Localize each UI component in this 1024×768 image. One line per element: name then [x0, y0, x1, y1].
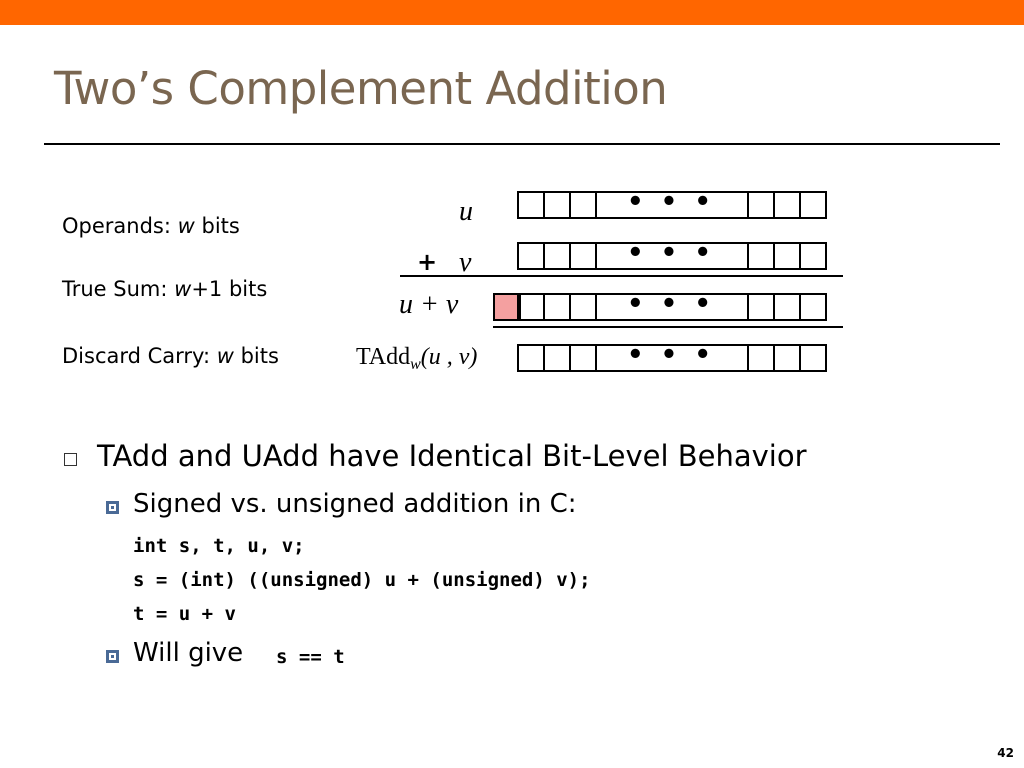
- code-line-1: int s, t, u, v;: [133, 535, 305, 557]
- operand-u-label: u: [459, 196, 473, 227]
- tadd-args: (u , v): [420, 344, 478, 370]
- sub-bullet-will-give: Will give: [133, 638, 244, 668]
- tadd-name: TAdd: [356, 344, 411, 370]
- operand-v-label: v: [459, 247, 472, 278]
- true-sum-expression: u + v: [399, 289, 459, 320]
- true-sum-label-text: True Sum:: [62, 277, 175, 301]
- tadd-result-bits: • • •: [517, 340, 827, 372]
- operand-u-bits: • • •: [517, 187, 827, 219]
- plus-sign: +: [417, 248, 438, 276]
- tadd-expression: TAddw(u , v): [356, 344, 477, 374]
- carry-bit: [493, 293, 519, 321]
- tadd-subscript: w: [410, 356, 421, 373]
- operands-label-var: w: [177, 214, 195, 238]
- code-inline-equality: s == t: [276, 646, 345, 668]
- ellipsis: • • •: [627, 289, 715, 319]
- ellipsis: • • •: [627, 238, 715, 268]
- discard-label-var: w: [216, 344, 234, 368]
- true-sum-label-suffix: +1 bits: [191, 277, 268, 301]
- sub-bullet-icon: [106, 501, 119, 514]
- true-sum-label-var: w: [174, 277, 192, 301]
- discard-label-suffix: bits: [233, 344, 279, 368]
- page-number: 42: [997, 746, 1014, 760]
- code-line-3: t = u + v: [133, 603, 236, 625]
- sum-rule: [400, 275, 843, 277]
- operands-label-text: Operands:: [62, 214, 178, 238]
- ellipsis: • • •: [627, 340, 715, 370]
- sub-bullet-icon: [106, 650, 119, 663]
- true-sum-label: True Sum: w+1 bits: [62, 277, 267, 301]
- accent-bar: [0, 0, 1024, 25]
- main-bullet-text: TAdd and UAdd have Identical Bit-Level B…: [97, 439, 807, 473]
- code-line-2: s = (int) ((unsigned) u + (unsigned) v);: [133, 569, 591, 591]
- discard-rule: [493, 326, 843, 328]
- title-divider: [44, 143, 1000, 145]
- slide-title: Two’s Complement Addition: [54, 62, 668, 115]
- true-sum-bits: • • •: [493, 289, 827, 321]
- bullet-square-icon: [64, 453, 77, 466]
- operands-label-suffix: bits: [194, 214, 240, 238]
- operands-label: Operands: w bits: [62, 214, 240, 238]
- operand-v-bits: • • •: [517, 238, 827, 270]
- discard-carry-label: Discard Carry: w bits: [62, 344, 279, 368]
- ellipsis: • • •: [627, 187, 715, 217]
- sub-bullet-signed-unsigned: Signed vs. unsigned addition in C:: [133, 489, 577, 519]
- discard-label-text: Discard Carry:: [62, 344, 217, 368]
